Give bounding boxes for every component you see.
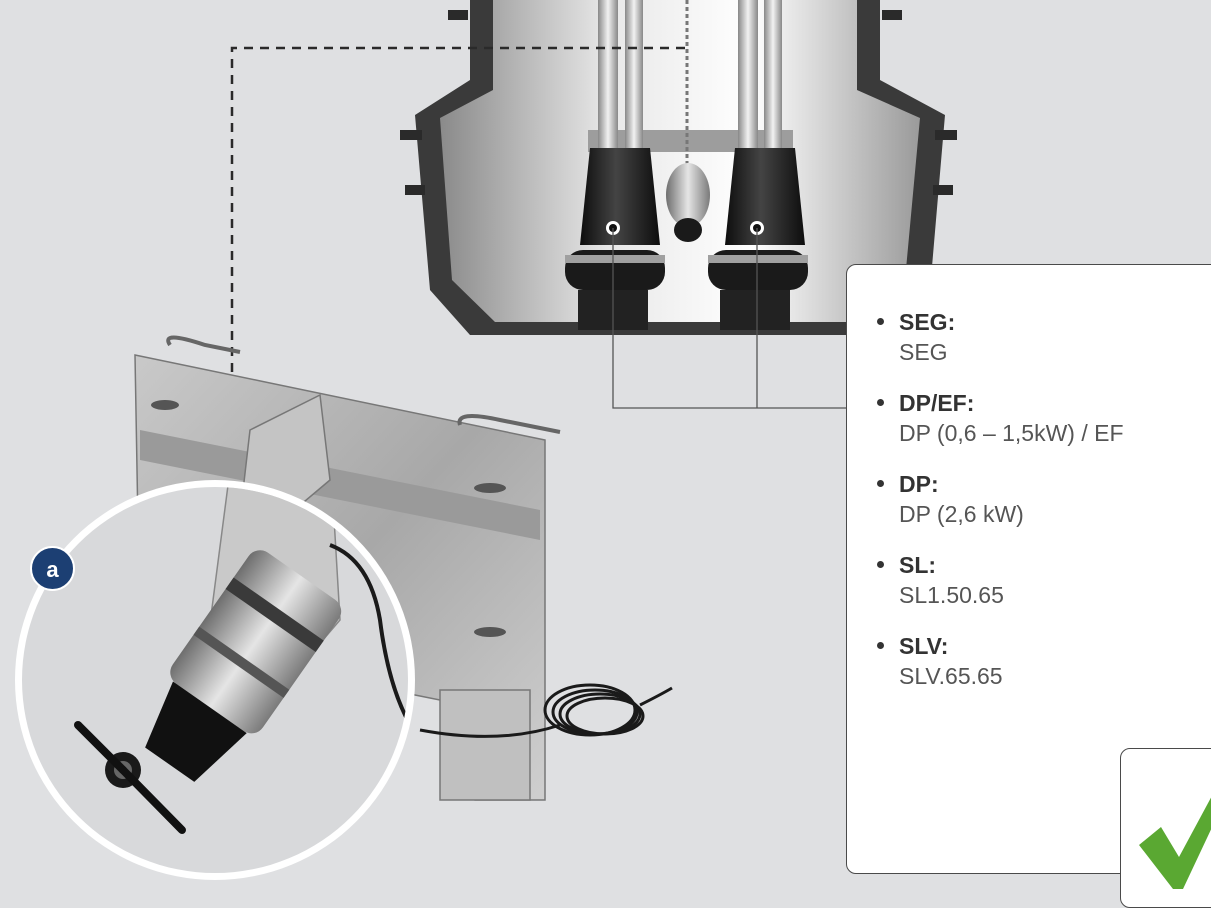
option-value: DP (0,6 – 1,5kW) / EF bbox=[899, 420, 1124, 446]
bullet-icon bbox=[877, 318, 884, 325]
bullet-icon bbox=[877, 561, 884, 568]
option-label: SLV: bbox=[899, 633, 949, 659]
checkmark-icon bbox=[1139, 797, 1211, 889]
option-value: SEG bbox=[899, 339, 948, 365]
mixer-magnifier bbox=[15, 480, 415, 880]
option-value: SLV.65.65 bbox=[899, 663, 1003, 689]
callout-badge: a bbox=[30, 546, 75, 591]
pump-options-list: SEG: SEG DP/EF: DP (0,6 – 1,5kW) / EF DP… bbox=[877, 307, 1124, 712]
list-item: DP/EF: DP (0,6 – 1,5kW) / EF bbox=[877, 388, 1124, 448]
pump-options-card: SEG: SEG DP/EF: DP (0,6 – 1,5kW) / EF DP… bbox=[846, 264, 1211, 874]
float-switch-pump bbox=[666, 163, 710, 242]
option-value: SL1.50.65 bbox=[899, 582, 1004, 608]
option-label: SEG: bbox=[899, 309, 956, 335]
bullet-icon bbox=[877, 399, 884, 406]
list-item: SLV: SLV.65.65 bbox=[877, 631, 1124, 691]
dashed-callout-line bbox=[230, 46, 685, 480]
bullet-icon bbox=[877, 642, 884, 649]
list-item: SEG: SEG bbox=[877, 307, 1124, 367]
right-pump bbox=[708, 148, 808, 330]
bullet-icon bbox=[877, 480, 884, 487]
option-label: DP/EF: bbox=[899, 390, 975, 416]
approval-box bbox=[1120, 748, 1211, 908]
list-item: SL: SL1.50.65 bbox=[877, 550, 1124, 610]
option-label: DP: bbox=[899, 471, 939, 497]
option-value: DP (2,6 kW) bbox=[899, 501, 1024, 527]
list-item: DP: DP (2,6 kW) bbox=[877, 469, 1124, 529]
cable-coil bbox=[419, 683, 673, 738]
guide-pipes bbox=[598, 0, 782, 175]
option-label: SL: bbox=[899, 552, 937, 578]
pump-connector-lines bbox=[612, 228, 848, 409]
